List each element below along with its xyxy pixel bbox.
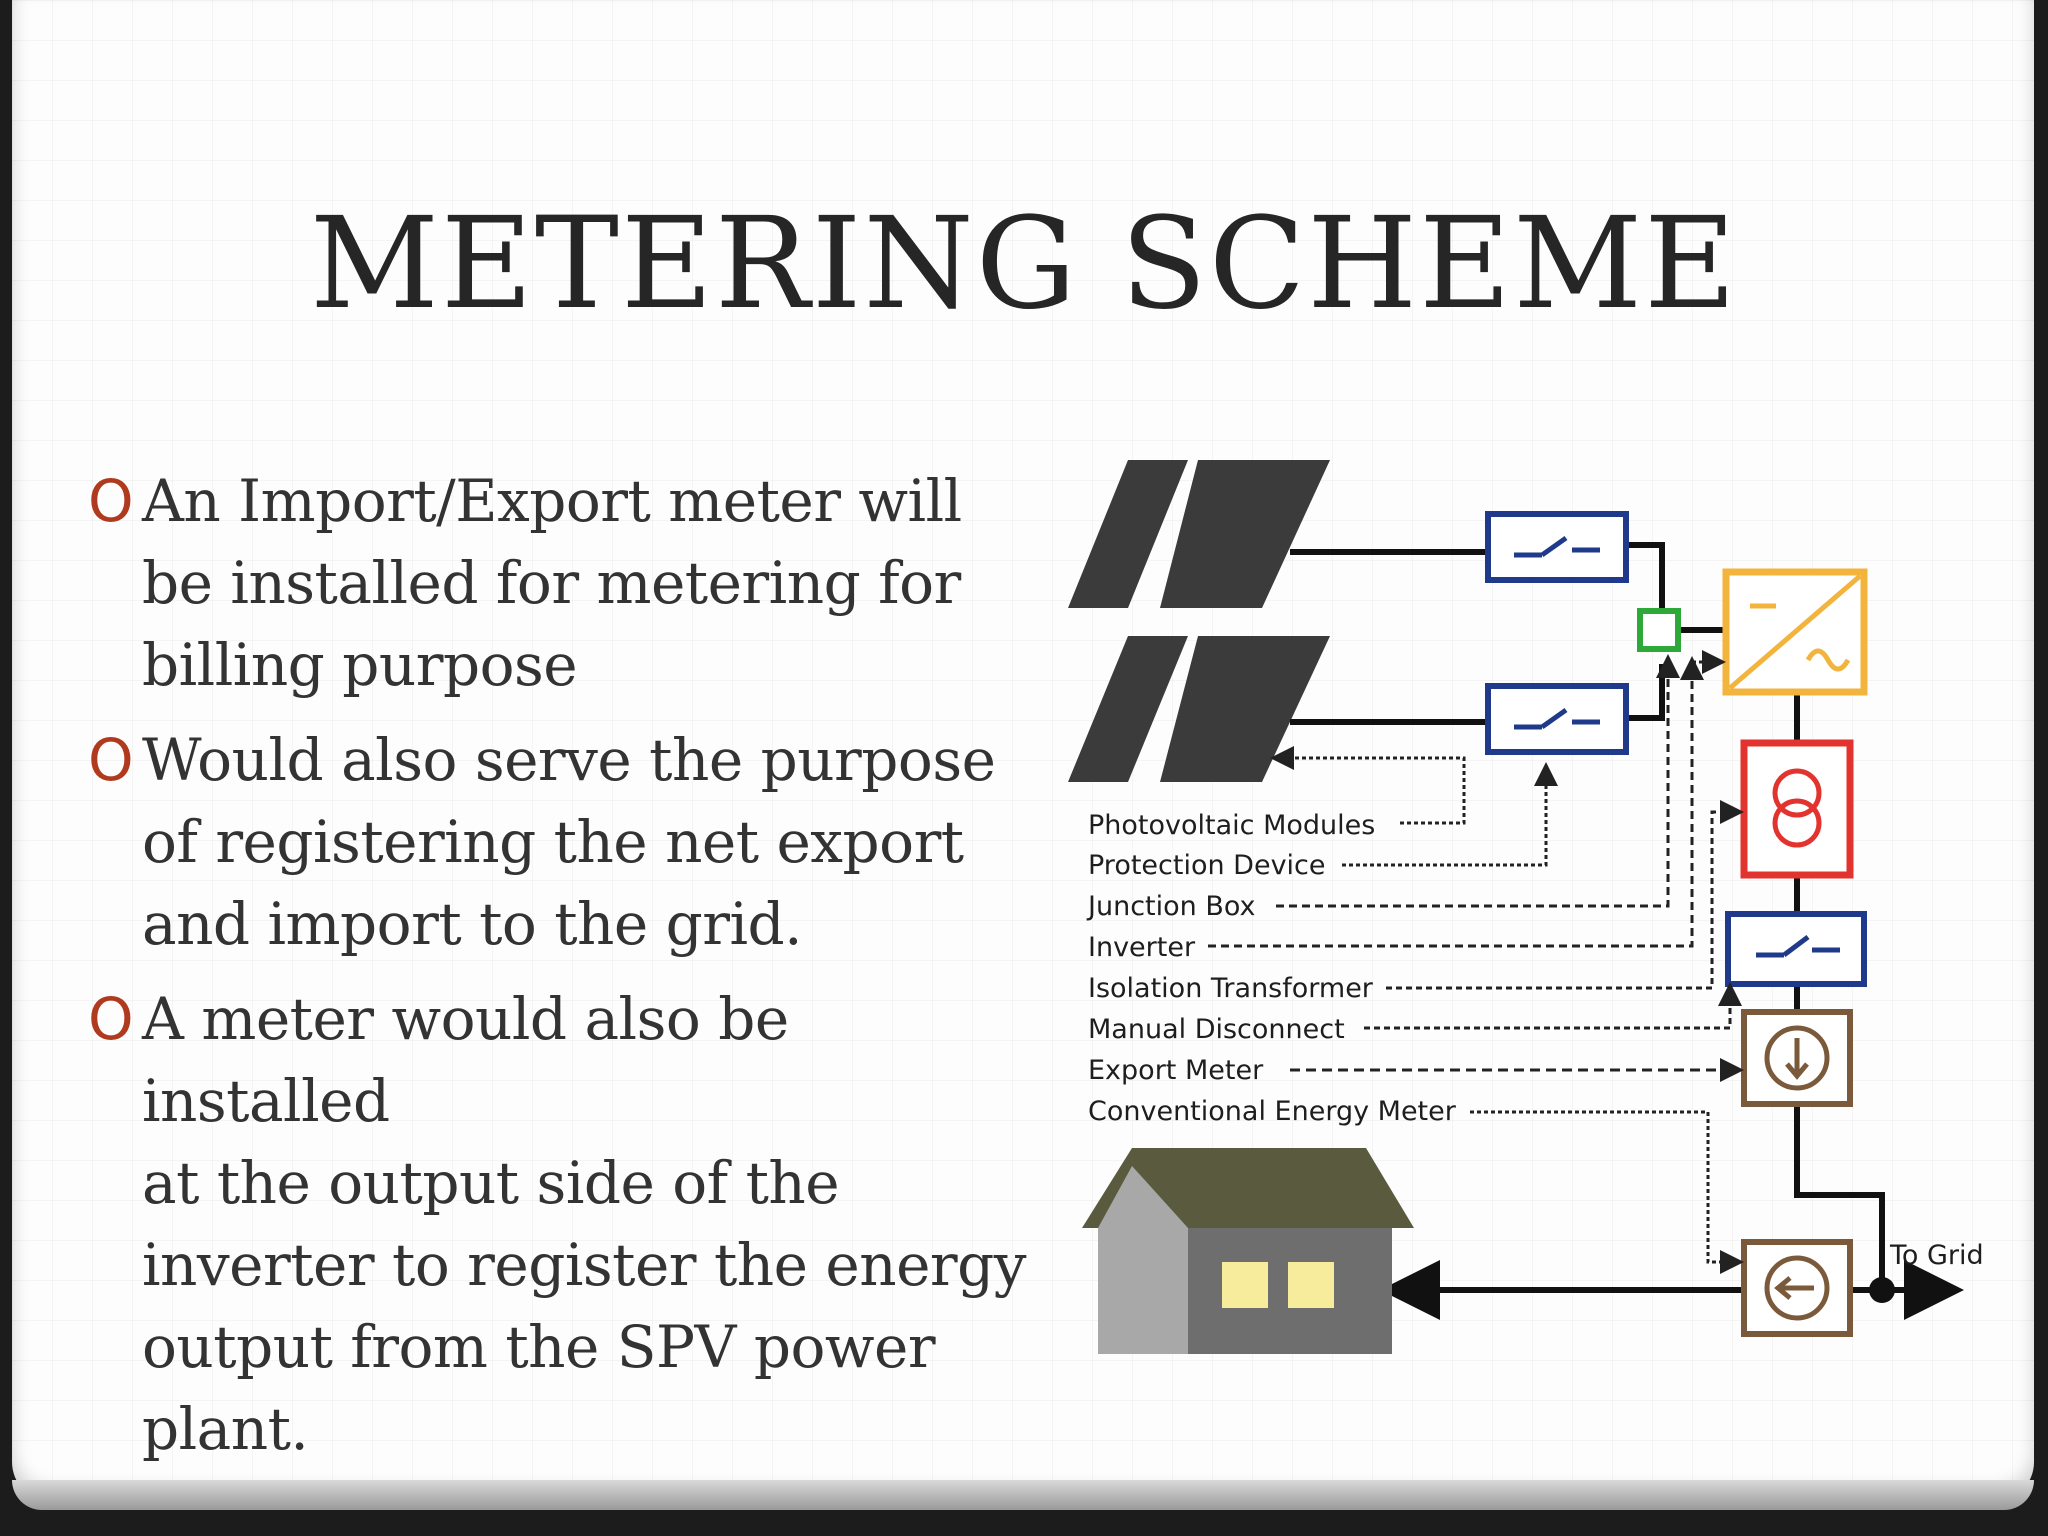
bullet-marker-icon: O — [88, 467, 134, 535]
bullet-text: An Import/Export meter will be installed… — [142, 467, 962, 699]
bullet-text: Would also serve the purpose of register… — [142, 726, 996, 958]
power-wiring — [1290, 542, 1964, 1320]
label-photovoltaic-modules: Photovoltaic Modules — [1088, 810, 1375, 841]
label-protection-device: Protection Device — [1088, 850, 1326, 881]
conventional-meter-icon — [1741, 1239, 1853, 1337]
label-conventional-energy-meter: Conventional Energy Meter — [1088, 1096, 1457, 1127]
bullet-text: A meter would also be installed at the o… — [142, 985, 1027, 1463]
export-meter-icon — [1741, 1009, 1853, 1107]
label-inverter: Inverter — [1088, 932, 1196, 963]
bullet-item: O Would also serve the purpose of regist… — [88, 719, 1048, 965]
manual-disconnect-icon — [1725, 911, 1867, 987]
bullet-marker-icon: O — [88, 726, 134, 794]
junction-box-icon — [1637, 608, 1681, 652]
label-to-grid: To Grid — [1889, 1240, 1984, 1271]
slide-page-curl — [12, 1480, 2034, 1510]
slide-title: METERING SCHEME — [309, 190, 1739, 337]
label-manual-disconnect: Manual Disconnect — [1088, 1014, 1345, 1045]
label-isolation-transformer: Isolation Transformer — [1088, 973, 1374, 1004]
bullet-list: O An Import/Export meter will be install… — [88, 460, 1048, 1483]
slide-background — [12, 0, 2034, 1502]
house-icon — [1082, 1148, 1414, 1354]
bullet-item: O An Import/Export meter will be install… — [88, 460, 1048, 706]
solar-panel-icon — [1068, 460, 1330, 608]
protection-device-icon — [1485, 683, 1629, 755]
solar-panel-icon — [1068, 636, 1330, 782]
grid-junction-dot — [1869, 1277, 1895, 1303]
bullet-item: O A meter would also be installed at the… — [88, 978, 1048, 1470]
inverter-icon — [1722, 568, 1868, 696]
isolation-transformer-icon — [1740, 739, 1854, 879]
protection-device-icon — [1485, 511, 1629, 583]
bullet-marker-icon: O — [88, 985, 134, 1053]
label-leader-lines — [1208, 650, 1744, 1274]
label-junction-box: Junction Box — [1086, 891, 1256, 922]
label-export-meter: Export Meter — [1088, 1055, 1264, 1086]
